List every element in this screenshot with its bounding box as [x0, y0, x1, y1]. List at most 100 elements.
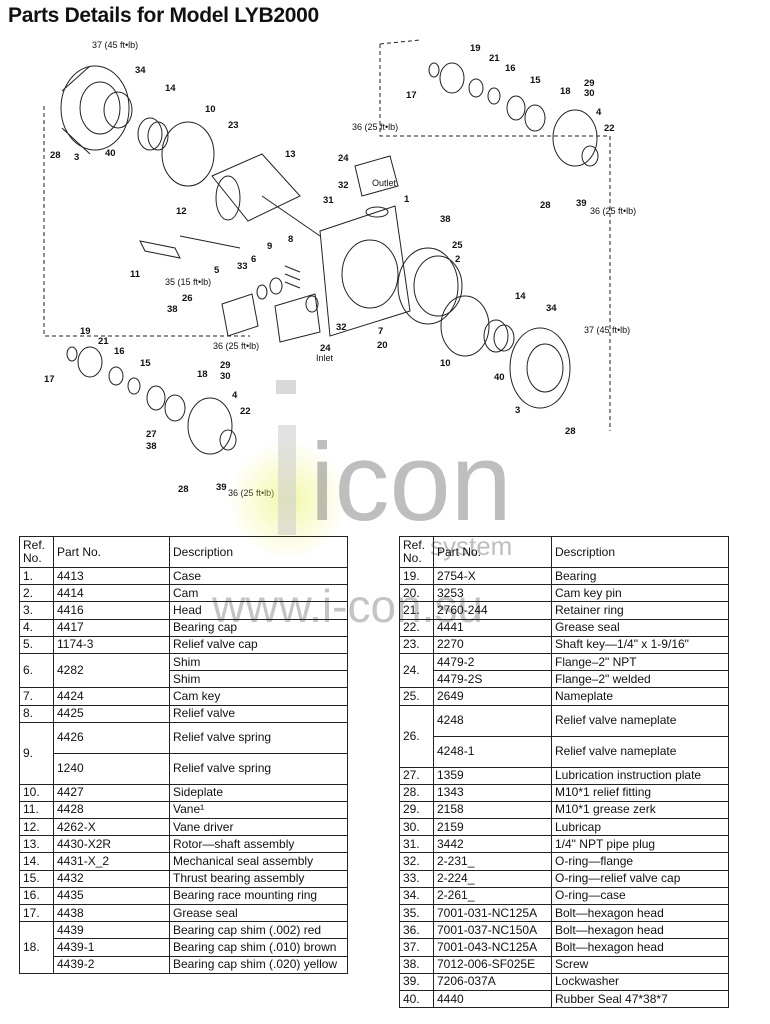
cell-part-no: 2158: [433, 800, 552, 820]
callout-label: 37 (45 ft•lb): [584, 325, 630, 335]
cell-ref: 24.: [399, 652, 434, 689]
cell-ref: 35.: [399, 903, 434, 923]
cell-part-no: 2-224_: [433, 869, 552, 888]
cell-description: O-ring—case: [551, 886, 729, 906]
callout-label: 7: [378, 326, 383, 337]
cell-ref: 1.: [19, 566, 54, 586]
callout-label: 40: [494, 372, 505, 383]
cell-part-no: 2270: [433, 635, 552, 654]
cell-description: Grease seal: [551, 618, 729, 637]
cell-ref: 34.: [399, 886, 434, 906]
callout-label: 12: [176, 206, 187, 217]
cell-description: Bearing cap shim (.010) brown: [169, 938, 348, 957]
table-header-row: Ref. No. Part No. Description: [19, 536, 348, 568]
cell-ref: 28.: [399, 783, 434, 802]
callout-label: 32: [336, 322, 347, 333]
cell-part-no: 4431-X_2: [53, 852, 170, 871]
header-ref: Ref. No.: [19, 536, 54, 568]
cell-ref: 3.: [19, 601, 54, 620]
callout-label: 28: [178, 484, 189, 495]
callout-label: 22: [604, 123, 615, 134]
cell-description: Bolt—hexagon head: [551, 938, 729, 957]
cell-part-no: 7206-037A: [433, 972, 552, 991]
callout-label: 39: [216, 482, 227, 493]
callout-label: 24: [338, 153, 349, 164]
header-part: Part No.: [53, 536, 170, 568]
cell-ref: 8.: [19, 704, 54, 723]
cell-description: Shim: [169, 670, 348, 689]
header-ref: Ref. No.: [399, 536, 434, 568]
cell-part-no: 2-231_: [433, 852, 552, 871]
table-row: 33.2-224_O-ring—relief valve cap: [399, 869, 729, 888]
cell-description: Cam: [169, 584, 348, 603]
cell-ref: 6.: [19, 652, 54, 689]
callout-label: 25: [452, 240, 463, 251]
cell-part-no: 4426: [53, 721, 170, 754]
cell-ref: 27.: [399, 766, 434, 785]
callout-label: 30: [220, 371, 231, 382]
cell-ref: 26.: [399, 704, 434, 768]
cell-part-no: 7001-037-NC150A: [433, 921, 552, 940]
cell-description: Relief valve nameplate: [551, 735, 729, 768]
cell-part-no: 2649: [433, 687, 552, 706]
callout-label: 38: [146, 441, 157, 452]
callout-label: 36 (25 ft•lb): [352, 122, 398, 132]
callout-label: 19: [470, 43, 481, 54]
cell-ref: 17.: [19, 903, 54, 923]
callout-label: 3: [74, 152, 79, 163]
callout-label: 18: [560, 86, 571, 97]
cell-ref: 36.: [399, 921, 434, 940]
callout-label: 15: [140, 358, 151, 369]
cell-part-no: 1359: [433, 766, 552, 785]
cell-part-no: 4479-2: [433, 652, 552, 672]
callout-label: 20: [377, 340, 388, 351]
cell-ref: 31.: [399, 835, 434, 854]
cell-description: Flange–2" welded: [551, 670, 729, 689]
callout-label: 24: [320, 343, 331, 354]
callout-label: 36 (25 ft•lb): [228, 488, 274, 498]
table-row: Shim: [20, 670, 348, 689]
cell-description: Case: [169, 566, 348, 586]
cell-description: Bearing race mounting ring: [169, 886, 348, 906]
cell-description: Shaft key—1/4" x 1-9/16": [551, 635, 729, 654]
cell-ref: 40.: [399, 989, 434, 1009]
callout-label: Outlet: [372, 178, 397, 188]
callout-label: 35 (15 ft•lb): [165, 277, 211, 287]
cell-part-no: 4262-X: [53, 818, 170, 837]
cell-part-no: 4441: [433, 618, 552, 637]
cell-part-no: 7001-043-NC125A: [433, 938, 552, 957]
callout-label: 23: [228, 120, 239, 131]
callout-label: 22: [240, 406, 251, 417]
cell-part-no: 4282: [53, 652, 170, 689]
cell-description: Mechanical seal assembly: [169, 852, 348, 871]
cell-description: Relief valve: [169, 704, 348, 723]
cell-description: 1/4" NPT pipe plug: [551, 835, 729, 854]
callout-label: 21: [489, 53, 500, 64]
cell-description: Rotor—shaft assembly: [169, 835, 348, 854]
callout-label: 5: [214, 265, 220, 276]
cell-description: Head: [169, 601, 348, 620]
callout-label: 34: [546, 303, 557, 314]
cell-ref: 20.: [399, 584, 434, 603]
cell-part-no: 4428: [53, 800, 170, 820]
callout-label: 4: [232, 390, 238, 401]
cell-description: Lubricap: [551, 818, 729, 837]
cell-part-no: 4417: [53, 618, 170, 637]
cell-ref: 25.: [399, 687, 434, 706]
cell-description: Retainer ring: [551, 601, 729, 620]
callout-label: 6: [251, 254, 256, 265]
